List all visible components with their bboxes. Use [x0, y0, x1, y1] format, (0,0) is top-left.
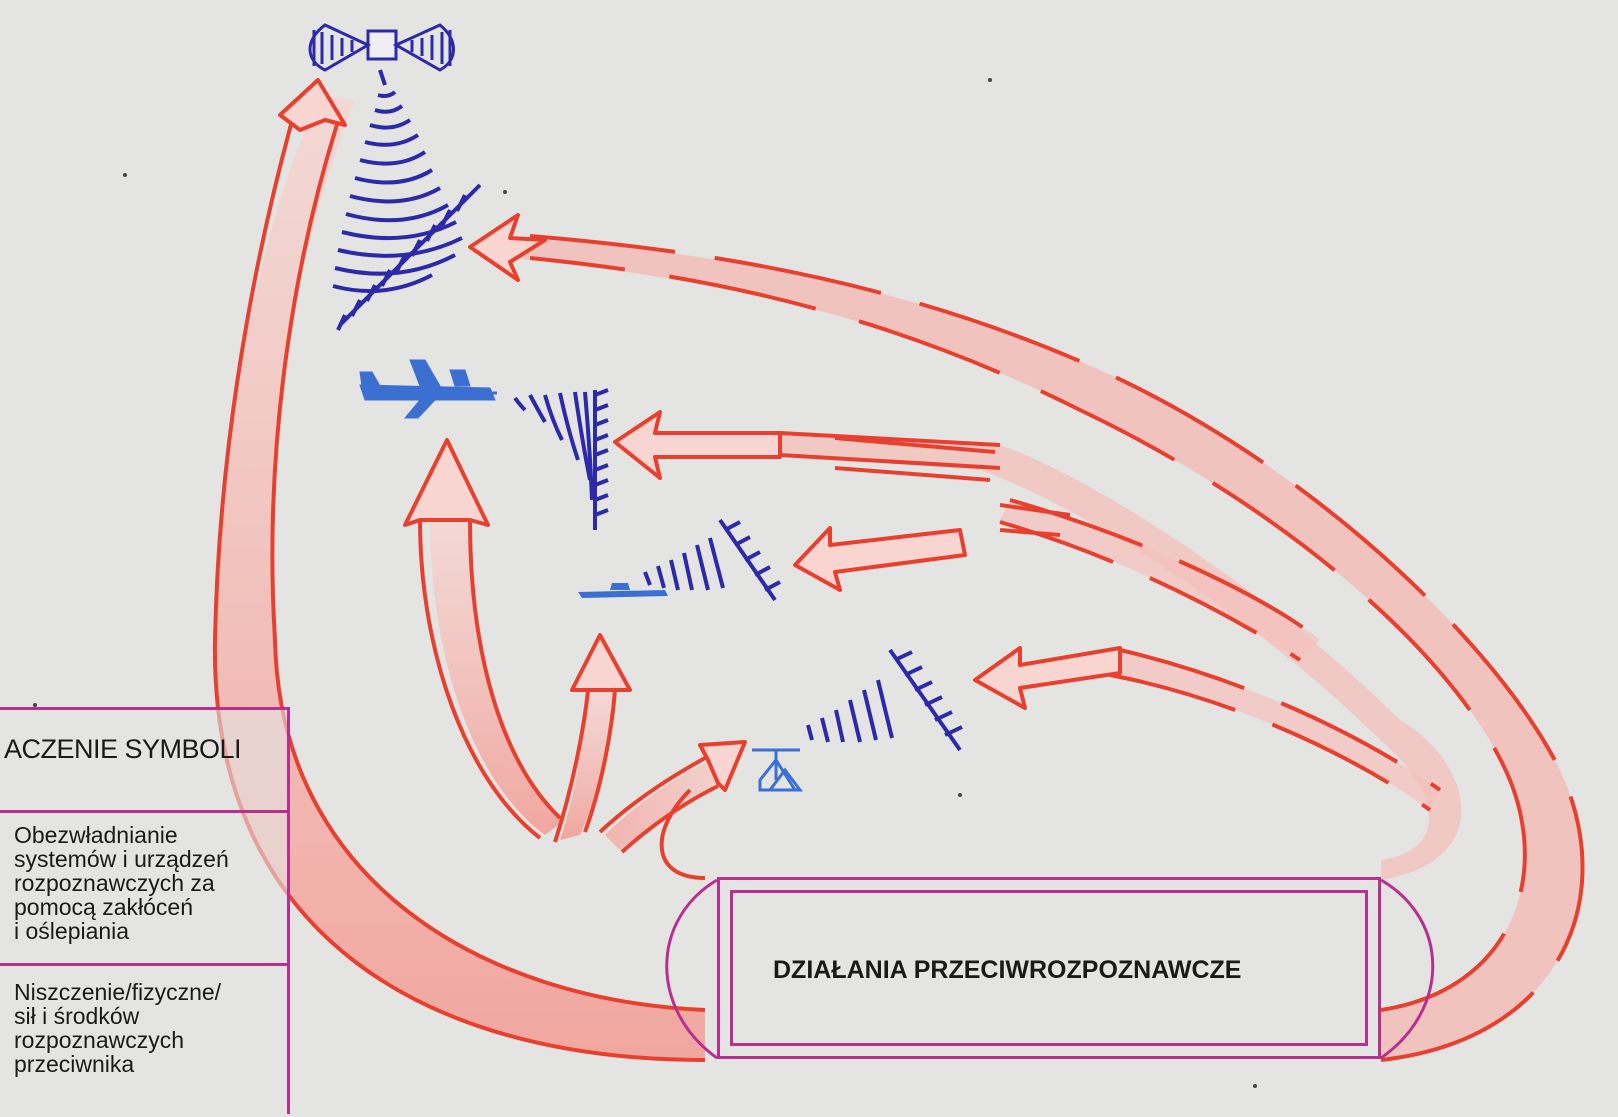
radar-antenna-icon: [752, 750, 800, 790]
legend-line: sił i środków: [14, 1004, 286, 1028]
legend-title: ACZENIE SYMBOLI: [4, 734, 241, 765]
counter-reconnaissance-label: DZIAŁANIA PRZECIWROZPOZNAWCZE: [773, 956, 1241, 985]
jamming-arc-ship: [795, 500, 1320, 660]
legend-item-destruction: Niszczenie/fizyczne/ sił i środków rozpo…: [0, 966, 287, 1117]
symbol-legend: ACZENIE SYMBOLI Obezwładnianie systemów …: [0, 707, 290, 1114]
legend-line: systemów i urządzeń: [14, 847, 286, 871]
ship-icon: [578, 583, 668, 598]
legend-line: Obezwładnianie: [14, 823, 286, 847]
legend-line: przeciwnika: [14, 1052, 286, 1076]
counter-reconnaissance-box: DZIAŁANIA PRZECIWROZPOZNAWCZE: [717, 877, 1381, 1059]
legend-line: Niszczenie/fizyczne/: [14, 980, 286, 1004]
legend-title-row: ACZENIE SYMBOLI: [0, 710, 287, 813]
counter-reconnaissance-inner-frame: DZIAŁANIA PRZECIWROZPOZNAWCZE: [730, 890, 1368, 1046]
aircraft-icon: [360, 360, 497, 418]
arrow-to-ship: [555, 635, 630, 842]
legend-item-destruction-text: Niszczenie/fizyczne/ sił i środków rozpo…: [14, 980, 286, 1076]
legend-line: rozpoznawczych za: [14, 871, 286, 895]
arrow-to-aircraft: [405, 440, 565, 838]
arrow-to-radar: [600, 742, 745, 878]
legend-item-jamming-text: Obezwładnianie systemów i urządzeń rozpo…: [14, 823, 286, 943]
legend-line: pomocą zakłóceń: [14, 895, 286, 919]
legend-line: i oślepiania: [14, 919, 286, 943]
radar-jamming-wave-icon: [808, 650, 962, 750]
satellite-icon: [310, 25, 454, 70]
jamming-arc-aircraft: [615, 412, 1461, 880]
aircraft-jamming-wave-icon: [515, 390, 608, 530]
ship-jamming-wave-icon: [645, 520, 780, 600]
legend-line: rozpoznawczych: [14, 1028, 286, 1052]
legend-item-jamming: Obezwładnianie systemów i urządzeń rozpo…: [0, 813, 287, 966]
satellite-jamming-wave-icon: [333, 70, 480, 330]
